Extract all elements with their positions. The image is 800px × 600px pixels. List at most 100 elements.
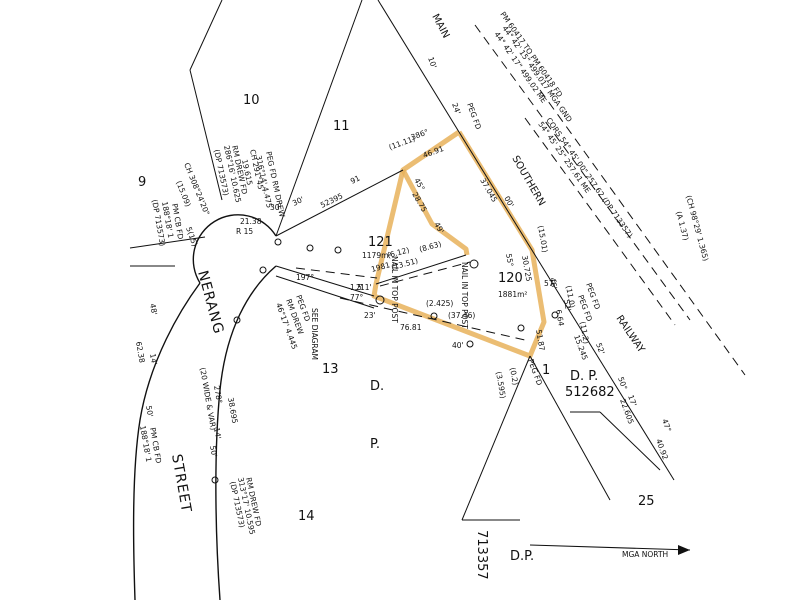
- dp-label-a: D.: [370, 379, 384, 394]
- station-marker: [469, 259, 479, 269]
- lot-25-label: 25: [638, 494, 655, 509]
- dp-side-number: 713357: [474, 530, 489, 580]
- dim-91: 91: [349, 173, 362, 185]
- mga-north-label: MGA NORTH: [622, 550, 668, 559]
- lot-10-line-b: [189, 69, 223, 201]
- dim-17r: 17': [626, 394, 638, 408]
- lot-10-line-a: [189, 0, 223, 71]
- dim-3746: (37.46): [448, 311, 475, 320]
- cors-dash-line: [524, 117, 676, 326]
- dim-4691: 46.91: [422, 144, 445, 160]
- lot-121-top: [275, 169, 404, 237]
- see-diagram-label: SEE DIAGRAM: [310, 308, 319, 360]
- north-arrow-head: [678, 545, 690, 555]
- nerang-street-left: [132, 282, 201, 600]
- dim-50: 50': [144, 405, 155, 418]
- dim-77: 77°: [350, 293, 364, 302]
- dim-197: 197°: [296, 273, 314, 282]
- main-road-line: [377, 0, 460, 133]
- dim-52: 52': [562, 299, 573, 312]
- nail-in-top-1: NAIL IN TOP POST: [390, 256, 399, 323]
- station-marker: [211, 476, 219, 484]
- dim-14b: 14': [212, 427, 223, 440]
- highlight-boundary: [371, 129, 547, 359]
- dp-number: 512682: [565, 385, 615, 400]
- mga-north-arrow: [529, 544, 691, 551]
- lot-121-front-1: [275, 265, 375, 297]
- dim-30b: 30': [270, 203, 282, 212]
- road-street: STREET: [168, 453, 194, 514]
- dim-5: 5(15): [184, 226, 199, 248]
- dim-110: (11.0): [564, 285, 577, 309]
- station-marker: [551, 311, 559, 319]
- nail-in-top-2: NAIL IN TOP POST: [460, 262, 469, 329]
- lot-13-right: [461, 355, 531, 521]
- ch-right-2: (A 1.37): [674, 210, 690, 241]
- dim-57: 57°: [544, 279, 558, 288]
- cul-de-sac-arc: [192, 214, 277, 284]
- dp-side-label: D.P.: [510, 549, 534, 564]
- dim-2875: 28.75: [410, 191, 429, 214]
- dim-15: 1.5: [350, 283, 362, 292]
- dp-label-c: D. P.: [570, 369, 598, 384]
- dim-23: 23': [364, 311, 376, 320]
- lot-121-label: 121: [368, 235, 393, 250]
- pm-header-2: 44° 42' 15" 499.017 MGA GND: [500, 24, 574, 124]
- dim-6238: 62.38: [134, 341, 147, 364]
- dim-2425: (2.425): [426, 299, 453, 308]
- dim-50r: 50°: [616, 376, 629, 392]
- cors-1: CORS 54° 45' 00" 257.62 (DP 713357): [544, 116, 634, 239]
- dim-386: 386°: [410, 127, 430, 142]
- lot-9-line: [129, 236, 206, 249]
- dim-30: 30': [291, 195, 305, 208]
- dim-11: 11': [360, 283, 372, 292]
- lot-121-dash-3: [379, 261, 471, 287]
- railway-boundary: [458, 131, 675, 481]
- dim-278: 278°: [212, 385, 224, 405]
- lot-9-label: 9: [138, 175, 146, 190]
- dim-112: (11.2): [578, 321, 591, 345]
- lot-120-label: 120: [498, 271, 523, 286]
- dim-1501: (15.01): [536, 225, 550, 254]
- nerang-street-right: [215, 265, 277, 600]
- station-marker: [306, 244, 314, 252]
- dim-48: 48': [148, 303, 159, 316]
- dim-5187: 51.87: [534, 329, 547, 352]
- dim-38695: 38.695: [226, 397, 239, 425]
- lot-25-line-b: [599, 411, 661, 471]
- dim-50b: 50': [208, 445, 219, 458]
- dim-24: 24': [450, 102, 462, 116]
- station-marker: [375, 295, 385, 305]
- station-marker: [259, 266, 267, 274]
- mga-grid-line: [539, 89, 746, 376]
- dim-664: 6.64: [554, 309, 566, 327]
- station-marker: [466, 340, 474, 348]
- station-marker: [334, 246, 342, 254]
- dim-2: 2': [356, 283, 363, 292]
- area-120: 1881m²: [498, 290, 527, 299]
- road-main: MAIN: [429, 12, 451, 40]
- lot-10-line-c: [275, 0, 363, 237]
- dim-02: (0.2): [508, 367, 520, 386]
- dim-47: 47°: [660, 418, 673, 434]
- dim-46: 46': [548, 277, 559, 290]
- lot-121-dash-1: [295, 267, 378, 279]
- highlight-inner-boundary: [400, 168, 470, 256]
- station-marker: [274, 238, 282, 246]
- dp-label-b: P.: [370, 437, 380, 452]
- dim-14: 14': [148, 353, 159, 366]
- road-southern: SOUTHERN: [509, 154, 546, 208]
- dim-7681: 76.81: [400, 323, 422, 332]
- area-121: 1179m²: [362, 251, 391, 260]
- road-nerang: NERANG: [194, 269, 226, 336]
- dim-10: 10': [426, 56, 438, 70]
- station-marker: [430, 312, 438, 320]
- lot-121-front-2: [275, 275, 375, 309]
- lot-1-line: [529, 355, 611, 501]
- lot-13-label: 13: [322, 362, 339, 377]
- cors-2: 54° 45' 25" 257.61 ME: [536, 120, 592, 195]
- dim-52r: 52': [594, 342, 606, 356]
- railway-dash-line: [474, 24, 691, 321]
- dim-863: (8.63): [418, 239, 442, 254]
